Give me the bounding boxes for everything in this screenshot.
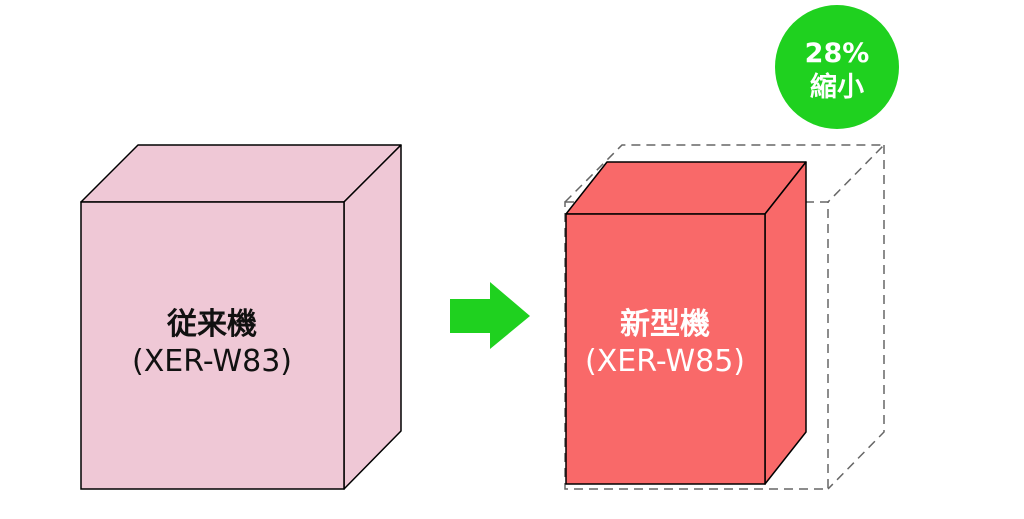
new-unit-top-face <box>565 161 807 215</box>
new-unit-side-face <box>764 161 807 485</box>
new-unit-label: 新型機 <box>620 307 710 342</box>
reduction-percent: 28% <box>805 38 870 69</box>
right-arrow-icon <box>450 282 530 349</box>
reduction-text: 縮小 <box>810 71 864 103</box>
reduction-badge-circle <box>775 5 899 129</box>
old-unit-label: 従来機 <box>166 307 257 342</box>
old-size-outline-front <box>564 201 829 490</box>
old-size-outline-top <box>564 144 886 203</box>
old-size-outline-side <box>827 145 885 490</box>
old-unit-model: (XER-W83) <box>132 344 292 379</box>
new-unit-box: 新型機 (XER-W85) <box>565 161 807 485</box>
old-size-dashed-outline <box>564 144 886 490</box>
old-unit-side-face <box>343 144 402 490</box>
old-unit-front-face <box>80 201 345 490</box>
old-unit-box: 従来機 (XER-W83) <box>80 144 402 490</box>
new-unit-front-face <box>565 213 766 485</box>
reduction-badge: 28% 縮小 <box>775 5 899 129</box>
new-unit-model: (XER-W85) <box>585 344 745 379</box>
